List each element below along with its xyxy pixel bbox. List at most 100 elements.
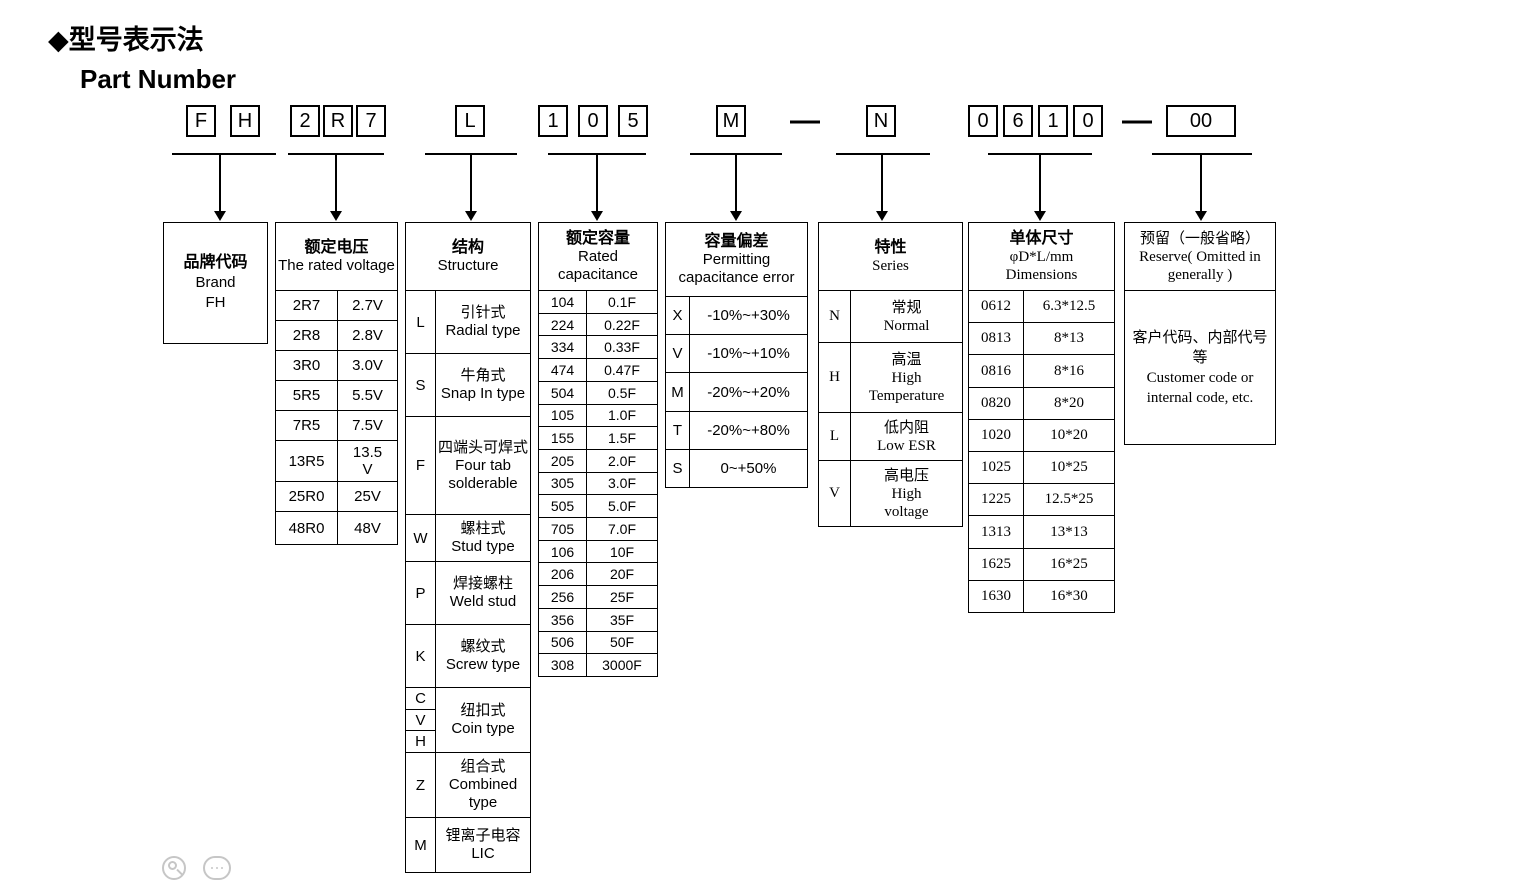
- code-cell: F: [406, 417, 436, 514]
- down-arrow-line: [219, 153, 221, 212]
- brand-title-cn: 品牌代码: [183, 254, 248, 271]
- pn-capacitance-group: 1 0 5: [538, 105, 648, 137]
- brand-value: FH: [205, 294, 226, 311]
- code-cell: 0813: [969, 323, 1024, 355]
- desc-en: Weld stud: [449, 593, 517, 610]
- coin-code-stack: C V H: [406, 688, 436, 752]
- code-cell: 1313: [969, 516, 1024, 548]
- reserve-body-cn: 客户代码、内部代号等: [1132, 329, 1268, 366]
- structure-header: 结构 Structure: [406, 223, 530, 291]
- code-cell: 506: [539, 631, 587, 654]
- desc-cn: 四端头可焊式: [438, 438, 529, 456]
- code-cell: T: [666, 411, 690, 449]
- dimensions-title-unit: φD*L/mm: [1009, 248, 1074, 265]
- pn-separator-dash: —: [790, 104, 820, 137]
- error-title-en: Permitting capacitance error: [678, 250, 795, 286]
- desc-cn: 焊接螺柱: [452, 575, 513, 592]
- value-cell: 2.7V: [352, 297, 383, 314]
- desc-cn: 纽扣式: [460, 702, 506, 719]
- desc-en: Coin type: [451, 720, 515, 737]
- value-cell: 2.8V: [352, 327, 383, 344]
- code-cell: X: [666, 297, 690, 335]
- down-arrow-line: [1039, 153, 1041, 212]
- code-cell: 205: [539, 449, 587, 472]
- desc-en: Screw type: [445, 656, 521, 673]
- down-arrow-head: [1195, 211, 1207, 221]
- pn-char-box: 1: [538, 105, 568, 137]
- pn-char-box: 2: [290, 105, 320, 137]
- pn-series-group: N: [866, 105, 896, 137]
- pn-separator-dash: —: [1122, 104, 1152, 137]
- reserve-body-en: Customer code or internal code, etc.: [1146, 369, 1254, 406]
- value-cell: 13.5 V: [352, 444, 383, 478]
- desc-en: Radial type: [445, 322, 521, 339]
- code-cell: 48R0: [276, 512, 338, 544]
- table-row: 13R5 13.5 V: [276, 441, 397, 482]
- code-cell: 13R5: [276, 441, 338, 481]
- desc-en: Normal: [883, 317, 930, 334]
- dimensions-title-en: Dimensions: [1005, 266, 1078, 283]
- pn-char-box: H: [230, 105, 260, 137]
- size-cell: 10*20: [1050, 426, 1088, 443]
- table-row: X-10%~+30%: [666, 297, 807, 336]
- size-cell: 16*25: [1050, 555, 1088, 572]
- error-header: 容量偏差 Permitting capacitance error: [666, 223, 807, 297]
- pn-reserve-group: 00: [1166, 105, 1236, 137]
- code-cell: H: [415, 733, 426, 751]
- code-cell: 705: [539, 518, 587, 540]
- code-cell: 155: [539, 427, 587, 449]
- value-cell: 7.0F: [607, 520, 636, 537]
- code-cell: L: [819, 413, 851, 460]
- brand-title-en: Brand: [195, 274, 236, 291]
- desc-cn: 常规: [891, 299, 922, 316]
- code-cell: 505: [539, 495, 587, 518]
- pn-char-box: 0: [1073, 105, 1103, 137]
- pn-structure-group: L: [455, 105, 485, 137]
- structure-title-en: Structure: [437, 256, 499, 274]
- down-arrow-head: [591, 211, 603, 221]
- size-cell: 8*13: [1054, 330, 1084, 347]
- more-options-icon[interactable]: [203, 856, 231, 880]
- code-cell: S: [666, 449, 690, 488]
- desc-cn: 牛角式: [460, 367, 506, 384]
- code-cell: V: [819, 461, 851, 526]
- value-cell: 25V: [354, 488, 381, 505]
- pn-char-box: M: [716, 105, 746, 137]
- size-cell: 6.3*12.5: [1042, 298, 1096, 315]
- down-arrow-line: [881, 153, 883, 212]
- magnifier-icon[interactable]: [162, 856, 186, 880]
- desc-cn: 螺柱式: [460, 520, 506, 537]
- pn-char-box: F: [186, 105, 216, 137]
- pn-brand-group: F H: [186, 105, 260, 137]
- error-title-cn: 容量偏差: [704, 232, 769, 250]
